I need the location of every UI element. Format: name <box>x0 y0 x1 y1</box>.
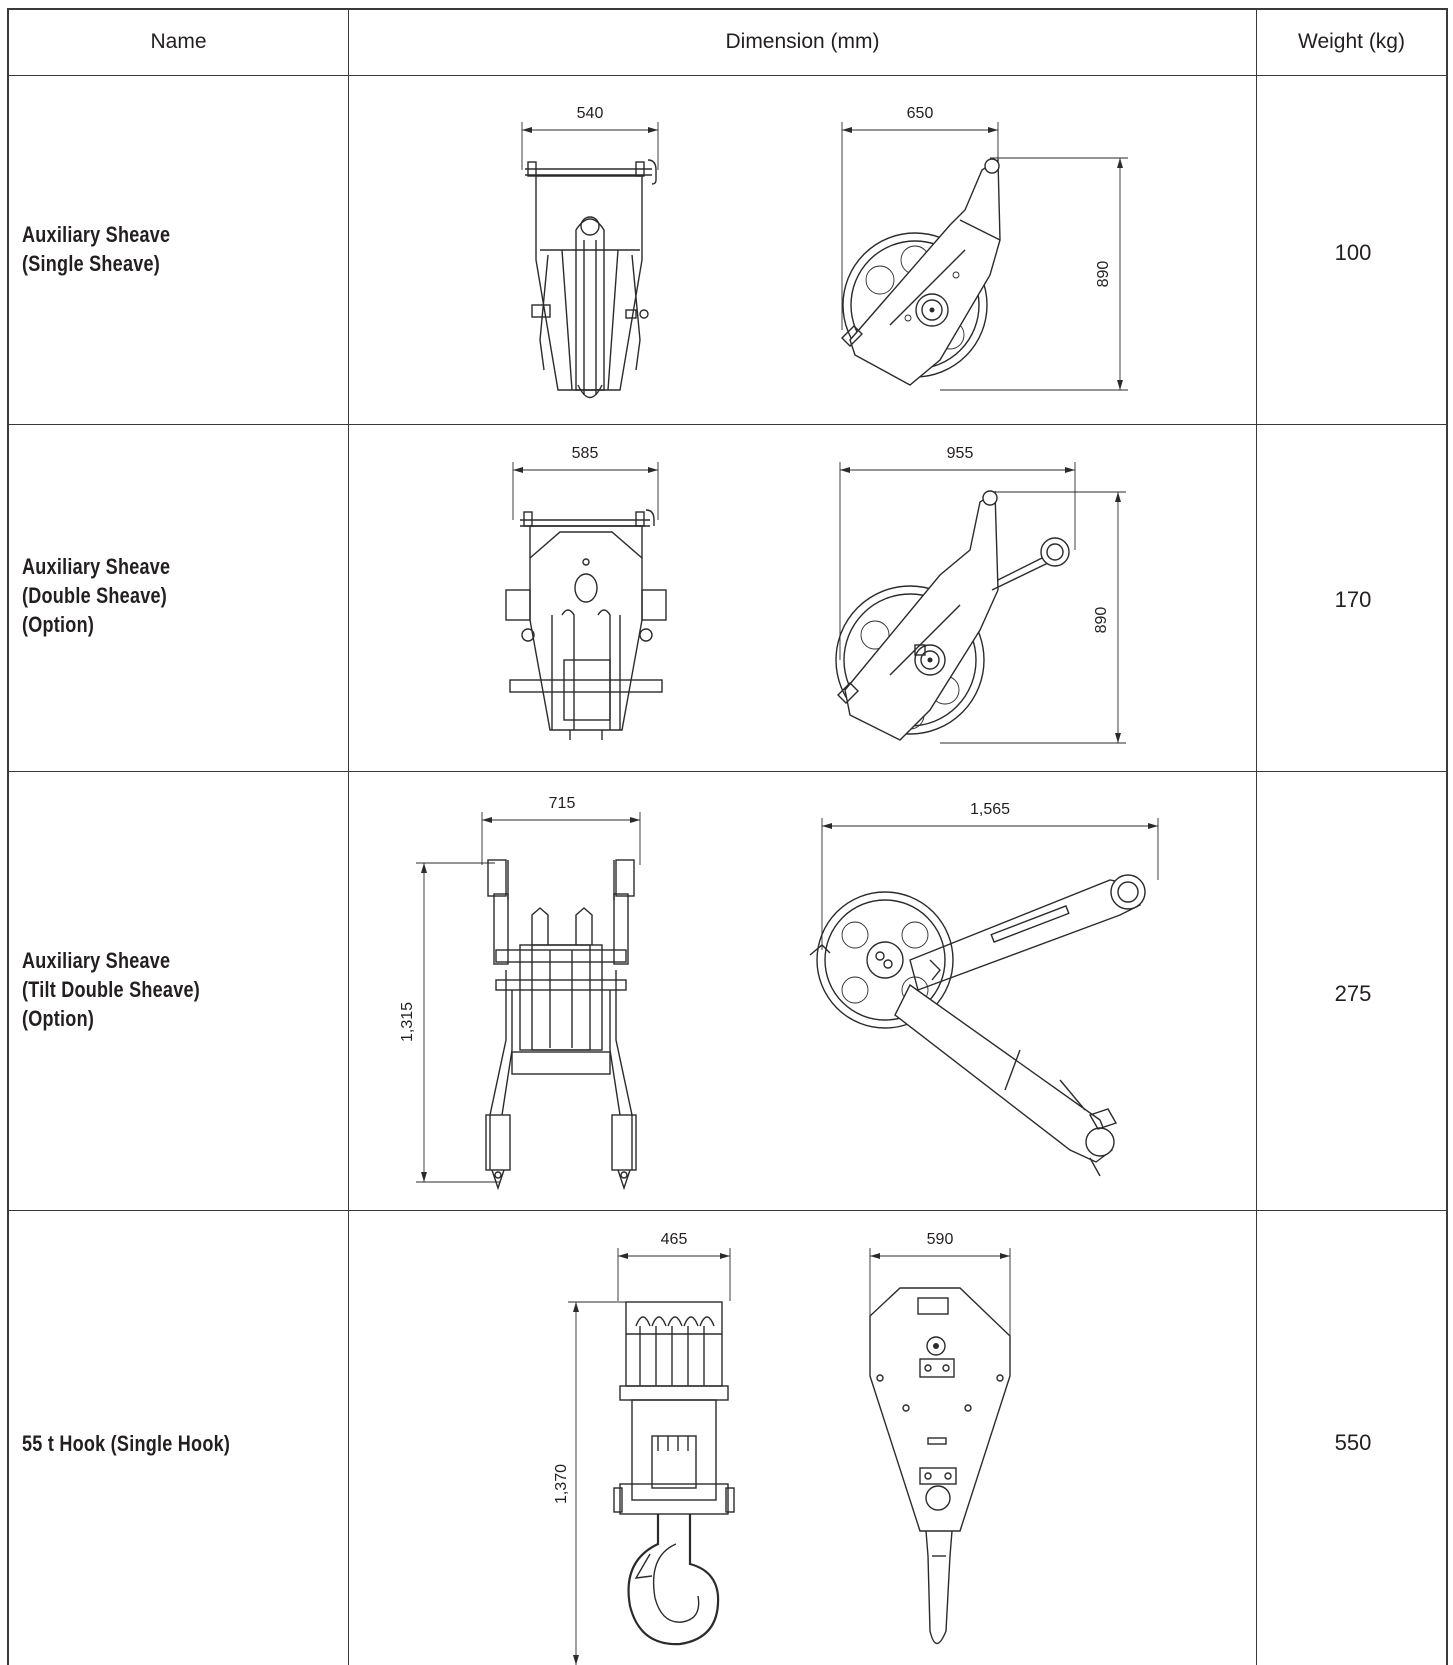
hook-front-drawing: 465 1,370 <box>553 1231 735 1665</box>
row-divider <box>7 1210 1448 1211</box>
dim-height-label: 1,370 <box>553 1464 570 1504</box>
row-name-line: (Tilt Double Sheave) <box>22 977 201 1002</box>
dim-width-label: 955 <box>947 445 974 462</box>
dim-width-label: 715 <box>549 795 576 812</box>
row-name-line: (Option) <box>22 612 95 637</box>
row-name-line: (Double Sheave) <box>22 583 168 608</box>
column-divider <box>1256 8 1257 1665</box>
column-divider <box>348 8 349 1665</box>
row-divider <box>7 771 1448 772</box>
row-name: Auxiliary Sheave (Double Sheave) (Option… <box>22 552 170 639</box>
dim-width-label: 540 <box>577 105 604 122</box>
table-border-left <box>7 8 9 1665</box>
header-name: Name <box>150 30 207 53</box>
row-name-line: 55 t Hook (Single Hook) <box>22 1431 231 1456</box>
row-divider <box>7 424 1448 425</box>
row-weight: 275 <box>1334 981 1372 1006</box>
row-name-line: (Single Sheave) <box>22 251 161 276</box>
single-sheave-front-drawing: 540 <box>521 105 659 399</box>
row-weight: 100 <box>1334 240 1372 265</box>
tilt-double-sheave-front-drawing: 715 1,315 <box>399 795 641 1191</box>
row-name: 55 t Hook (Single Hook) <box>22 1429 230 1458</box>
double-sheave-side-drawing: 955 890 <box>835 445 1126 744</box>
dim-height-label: 1,315 <box>399 1002 416 1042</box>
row-name-line: Auxiliary Sheave <box>22 222 171 247</box>
row-name-line: (Option) <box>22 1006 95 1031</box>
row-name: Auxiliary Sheave (Single Sheave) <box>22 220 170 278</box>
row-name: Auxiliary Sheave (Tilt Double Sheave) (O… <box>22 946 200 1033</box>
dim-width-label: 650 <box>907 105 934 122</box>
tilt-double-sheave-side-drawing: 1,565 <box>809 801 1159 1177</box>
dim-width-label: 1,565 <box>970 801 1010 818</box>
dim-width-label: 590 <box>927 1231 954 1248</box>
row-weight: 550 <box>1334 1430 1372 1455</box>
table-border-right <box>1446 8 1448 1665</box>
row-divider <box>7 75 1448 76</box>
double-sheave-front-drawing: 585 <box>505 445 667 740</box>
hook-side-drawing: 590 <box>869 1231 1011 1645</box>
dim-width-label: 465 <box>661 1231 688 1248</box>
dim-height-label: 890 <box>1095 261 1112 288</box>
single-sheave-side-drawing: 650 890 <box>841 105 1128 391</box>
table-border-top <box>7 8 1448 10</box>
header-weight: Weight (kg) <box>1298 30 1405 53</box>
row-name-line: Auxiliary Sheave <box>22 948 171 973</box>
row-weight: 170 <box>1334 587 1372 612</box>
dim-height-label: 890 <box>1093 607 1110 634</box>
dim-width-label: 585 <box>572 445 599 462</box>
header-dimension: Dimension (mm) <box>725 30 880 53</box>
row-name-line: Auxiliary Sheave <box>22 554 171 579</box>
